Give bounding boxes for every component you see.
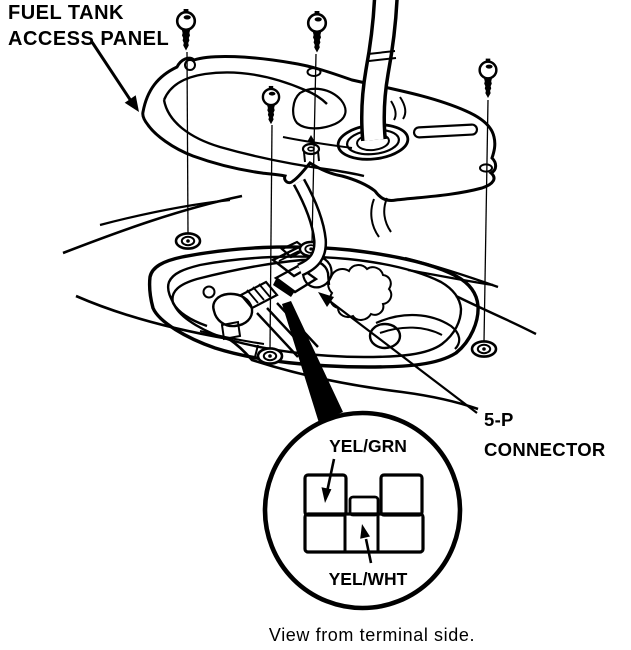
panel-detail-curve — [282, 136, 353, 149]
screw-icon-2 — [306, 9, 328, 54]
label-yel-wht: YEL/WHT — [329, 569, 408, 589]
service-opening — [147, 245, 480, 369]
hose-joint-marks — [367, 50, 397, 62]
connector-leader-arrow — [318, 292, 478, 414]
sender-connector — [220, 280, 279, 341]
screw-leader-lines — [186, 51, 489, 350]
floor-edge-front — [75, 294, 479, 411]
panel-boss — [292, 87, 347, 130]
yel-wht-arrow — [360, 524, 373, 564]
grommet-4 — [470, 340, 498, 358]
detail-circle: YEL/GRN YEL/WHT — [262, 410, 463, 611]
access-panel-arrow — [90, 41, 139, 112]
vent-nub — [301, 135, 321, 163]
screws — [175, 7, 498, 126]
hose-wrinkle-marks — [370, 197, 392, 238]
label-access-panel-line2: ACCESS PANEL — [8, 28, 169, 50]
pump-bracket — [199, 330, 265, 358]
panel-hole-1 — [184, 59, 196, 71]
yel-grn-arrow — [321, 458, 336, 503]
access-panel — [141, 0, 498, 238]
floor-edge-right — [455, 294, 537, 336]
plate-hole — [202, 285, 216, 299]
float — [368, 322, 402, 350]
terminal-cavity-yel-grn — [303, 473, 348, 517]
pump-boot — [212, 292, 254, 328]
label-access-panel-line1: FUEL TANK — [8, 2, 124, 24]
opening-inner-rim — [166, 255, 463, 359]
callout-wedge — [282, 301, 343, 423]
panel-hole-3 — [479, 163, 493, 173]
caption-view-from-terminal-side: View from terminal side. — [269, 625, 475, 645]
panel-slot — [412, 123, 479, 139]
screw-icon-3 — [261, 84, 281, 126]
terminal-grid — [303, 473, 425, 554]
panel-hole-2 — [306, 67, 322, 77]
wire-bundle — [327, 264, 393, 321]
harness-tube — [292, 178, 328, 277]
label-connector-line2: CONNECTOR — [484, 439, 606, 460]
pump-plate-edge — [171, 302, 208, 328]
panel-flick-marks — [390, 96, 407, 121]
grommet-3 — [256, 347, 284, 365]
terminal-key — [348, 495, 380, 517]
filler-hose — [360, 0, 399, 142]
float-arm-2 — [379, 326, 443, 336]
floor-grommets — [174, 232, 498, 365]
panel-inner-upper — [162, 71, 328, 105]
panel-inner-lower — [162, 99, 365, 178]
opening-outer-rim — [147, 245, 480, 369]
float-arm-1 — [375, 314, 461, 350]
grommet-1 — [174, 232, 202, 250]
label-connector-line1: 5-P — [484, 409, 514, 430]
floor-crease-left-2 — [99, 198, 231, 227]
screw-icon-4 — [478, 57, 498, 100]
label-yel-grn: YEL/GRN — [329, 436, 407, 456]
floor-pan — [62, 194, 537, 411]
floor-crease-left-1 — [62, 194, 243, 255]
screw-icon-1 — [175, 7, 197, 52]
panel-outline — [141, 54, 498, 202]
